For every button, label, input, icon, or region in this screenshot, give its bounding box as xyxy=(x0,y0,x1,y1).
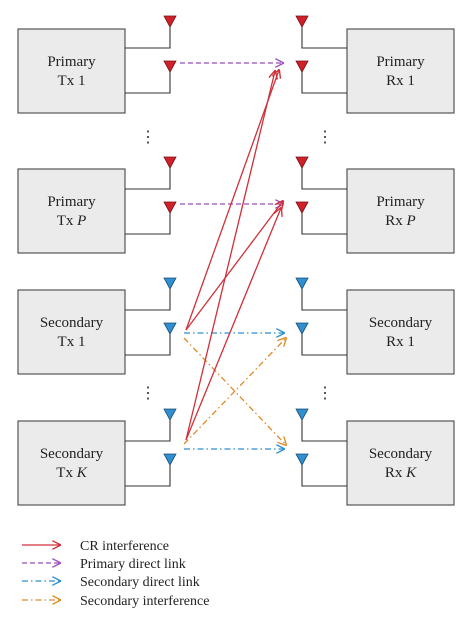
ellipsis-tx-primary: ⋮ xyxy=(140,129,156,146)
secondary-tx-1: Secondary Tx 1 xyxy=(17,289,126,375)
primary-tx-p-line2: Tx P xyxy=(57,213,87,229)
legend-item-secondary-interference: Secondary interference xyxy=(22,594,209,609)
primary-antennas xyxy=(163,15,309,214)
secondary-tx-k-line1: Secondary xyxy=(40,446,104,462)
primary-rx-1: Primary Rx 1 xyxy=(346,28,455,114)
ellipsis-tx-secondary: ⋮ xyxy=(140,385,156,402)
primary-rx-p: Primary Rx P xyxy=(346,168,455,254)
legend: CR interference Primary direct link Seco… xyxy=(22,539,209,609)
secondary-tx-k-line2: Tx K xyxy=(56,465,87,481)
ellipsis-rx-secondary: ⋮ xyxy=(317,385,333,402)
secondary-antennas xyxy=(163,277,309,466)
rx-antenna-feeds xyxy=(301,26,347,487)
antenna-icon xyxy=(295,60,309,73)
legend-item-primary-direct-link: Primary direct link xyxy=(22,557,186,572)
antenna-icon xyxy=(163,15,177,28)
secondary-rx-k: Secondary Rx K xyxy=(346,420,455,506)
antenna-icon xyxy=(295,201,309,214)
tx-antenna-feeds xyxy=(125,26,171,487)
secondary-tx-1-line1: Secondary xyxy=(40,315,104,331)
legend-label: Secondary interference xyxy=(80,594,209,609)
primary-tx-p-line1: Primary xyxy=(47,194,96,210)
antenna-icon xyxy=(295,15,309,28)
primary-rx-p-line2: Rx P xyxy=(385,213,415,229)
primary-tx-1-line1: Primary xyxy=(47,54,96,70)
antenna-icon xyxy=(295,322,309,335)
primary-rx-p-line1: Primary xyxy=(376,194,425,210)
antenna-icon xyxy=(163,408,177,421)
primary-tx-1-line2: Tx 1 xyxy=(58,73,86,89)
antenna-icon xyxy=(163,201,177,214)
secondary-rx-1-line2: Rx 1 xyxy=(386,334,415,350)
primary-tx-p: Primary Tx P xyxy=(17,168,126,254)
ellipsis-rx-primary: ⋮ xyxy=(317,129,333,146)
cr-interference-stxk-prxp xyxy=(185,208,281,441)
primary-rx-1-line2: Rx 1 xyxy=(386,73,415,89)
cr-interference-stx1-prx1 xyxy=(185,70,279,331)
secondary-tx-k: Secondary Tx K xyxy=(17,420,126,506)
legend-item-secondary-direct-link: Secondary direct link xyxy=(22,575,200,590)
antenna-icon xyxy=(163,453,177,466)
antenna-icon xyxy=(163,277,177,290)
antenna-icon xyxy=(163,60,177,73)
secondary-rx-k-line1: Secondary xyxy=(369,446,433,462)
secondary-rx-1-line1: Secondary xyxy=(369,315,433,331)
legend-label: CR interference xyxy=(80,539,169,554)
antenna-icon xyxy=(163,322,177,335)
cr-interference-stx1-prxp xyxy=(185,201,283,331)
antenna-icon xyxy=(295,453,309,466)
secondary-rx-k-line2: Rx K xyxy=(385,465,417,481)
secondary-interference-k-to-1 xyxy=(183,338,286,445)
antenna-icon xyxy=(295,408,309,421)
primary-tx-1: Primary Tx 1 xyxy=(17,28,126,114)
legend-label: Secondary direct link xyxy=(80,575,200,590)
antenna-icon xyxy=(163,156,177,169)
antenna-icon xyxy=(295,156,309,169)
legend-item-cr-interference: CR interference xyxy=(22,539,169,554)
secondary-interference-1-to-k xyxy=(183,337,286,445)
secondary-rx-1: Secondary Rx 1 xyxy=(346,289,455,375)
primary-rx-1-line1: Primary xyxy=(376,54,425,70)
secondary-tx-1-line2: Tx 1 xyxy=(58,334,86,350)
antenna-icon xyxy=(295,277,309,290)
cr-interference-stxk-prx1 xyxy=(185,71,275,441)
legend-label: Primary direct link xyxy=(80,557,186,572)
